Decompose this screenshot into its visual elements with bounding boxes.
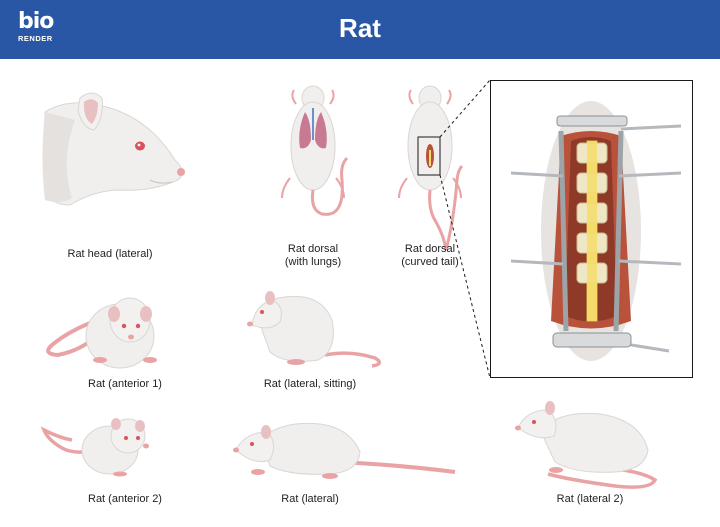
label-rat-head-lateral: Rat head (lateral) [67, 248, 153, 260]
label-rat-dorsal-lungs-line1: Rat dorsal [287, 243, 339, 255]
rat-anterior-2-illustration [40, 418, 149, 477]
biorender-logo: bio RENDER [18, 9, 54, 43]
spinal-surgery-inset [490, 80, 693, 378]
rat-dorsal-curved-tail-illustration [398, 85, 464, 251]
rat-anterior-1-illustration [46, 297, 157, 369]
spinal-surgery-illustration [510, 101, 682, 361]
inset-callout-lines [439, 79, 491, 379]
logo-subtext: RENDER [18, 34, 53, 43]
rat-lateral-sitting-illustration [247, 291, 382, 368]
label-rat-lateral: Rat (lateral) [281, 493, 339, 505]
rat-dorsal-lungs-illustration [281, 85, 349, 216]
page-title: Rat [339, 13, 381, 43]
rat-head-lateral-illustration [42, 92, 185, 206]
logo-text: bio [18, 9, 54, 34]
label-rat-anterior-2: Rat (anterior 2) [88, 493, 162, 505]
label-rat-dorsal-lungs-line2: (with lungs) [284, 256, 342, 268]
header-bar: bio RENDER Rat [0, 0, 720, 59]
rat-lateral-illustration [233, 422, 456, 479]
label-rat-dorsal-curved-line1: Rat dorsal [404, 243, 456, 255]
label-rat-dorsal-curved-line2: (curved tail) [401, 256, 459, 268]
label-rat-lateral-sitting: Rat (lateral, sitting) [263, 378, 357, 390]
label-rat-lateral-2: Rat (lateral 2) [556, 493, 624, 505]
label-rat-anterior-1: Rat (anterior 1) [88, 378, 162, 390]
rat-lateral-2-illustration [515, 401, 658, 489]
